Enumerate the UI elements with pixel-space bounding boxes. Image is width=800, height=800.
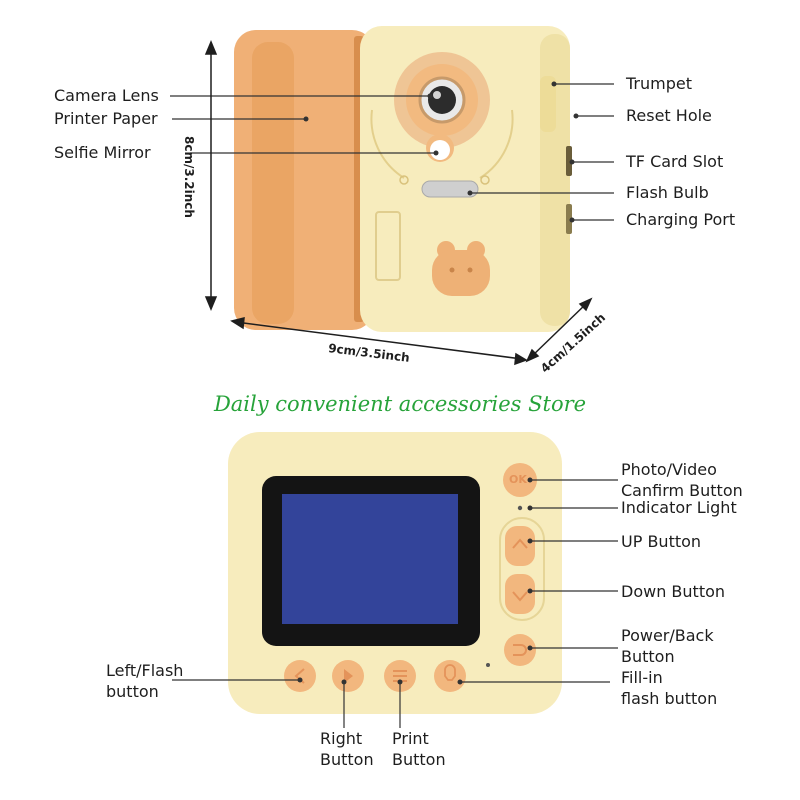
camera-front-view [170,26,614,366]
up-button [505,526,535,566]
right-button [332,660,364,692]
flash-bulb [421,180,479,198]
label-left-flash: Left/Flash [106,661,184,680]
label-indicator-light: Indicator Light [621,498,737,517]
label-power-back: Power/Back [621,626,714,645]
lens-glass [428,86,456,114]
leader-dots-top [303,81,579,223]
label-power-back-button: Button [621,647,675,666]
label-down-button: Down Button [621,582,726,601]
dimension-height: 8cm/3.2inch [181,136,196,218]
label-tf-card-slot: TF Card Slot [626,152,724,171]
camera-back-view [172,432,618,728]
tf-card-slot [566,146,572,176]
ok-button [503,463,537,497]
label-trumpet: Trumpet [626,74,692,93]
label-up-button: UP Button [621,532,702,551]
dial-arc [479,109,514,179]
selfie-mirror-glass [430,140,450,160]
label-reset-hole: Reset Hole [626,106,712,125]
dimension-arrows [204,40,593,366]
front-window [375,211,401,281]
label-charging-port: Charging Port [626,210,736,229]
indicator-light [517,505,523,511]
label-photo-video: Photo/Video [621,460,717,479]
label-flash-bulb: Flash Bulb [626,183,709,202]
trumpet-grille [540,76,556,132]
printer-block-groove [252,42,294,324]
display-screen [282,494,458,624]
dial-arc [370,109,405,179]
leader-dots-bottom [297,477,533,685]
label-print: Print [392,729,429,748]
lens-glint [433,91,441,99]
label-confirm-button: Canfirm Button [621,481,743,500]
print-button [384,660,416,692]
label-printer-paper: Printer Paper [54,109,158,128]
button-rail [499,517,545,621]
bear-shutter-button [432,241,490,296]
label-flash-button: flash button [621,689,718,708]
fill-in-flash-button [434,660,466,692]
label-right-button: Button [320,750,374,769]
left-flash-button [284,660,316,692]
label-selfie-mirror: Selfie Mirror [54,143,151,162]
label-left-flash-button: button [106,682,159,701]
label-print-button: Button [392,750,446,769]
label-fill-in: Fill-in [621,668,663,687]
charging-port [566,204,572,234]
label-right: Right [320,729,363,748]
dial-dot [399,175,409,185]
label-camera-lens: Camera Lens [54,86,159,105]
leader-lines-bottom [172,479,618,728]
power-back-button [504,634,536,666]
leader-lines-top [170,83,614,221]
dial-dot [480,175,490,185]
small-dot [486,663,490,667]
ok-button-label: OK [509,473,527,486]
down-button [505,574,535,614]
store-name: Daily convenient accessories Store [213,392,587,416]
